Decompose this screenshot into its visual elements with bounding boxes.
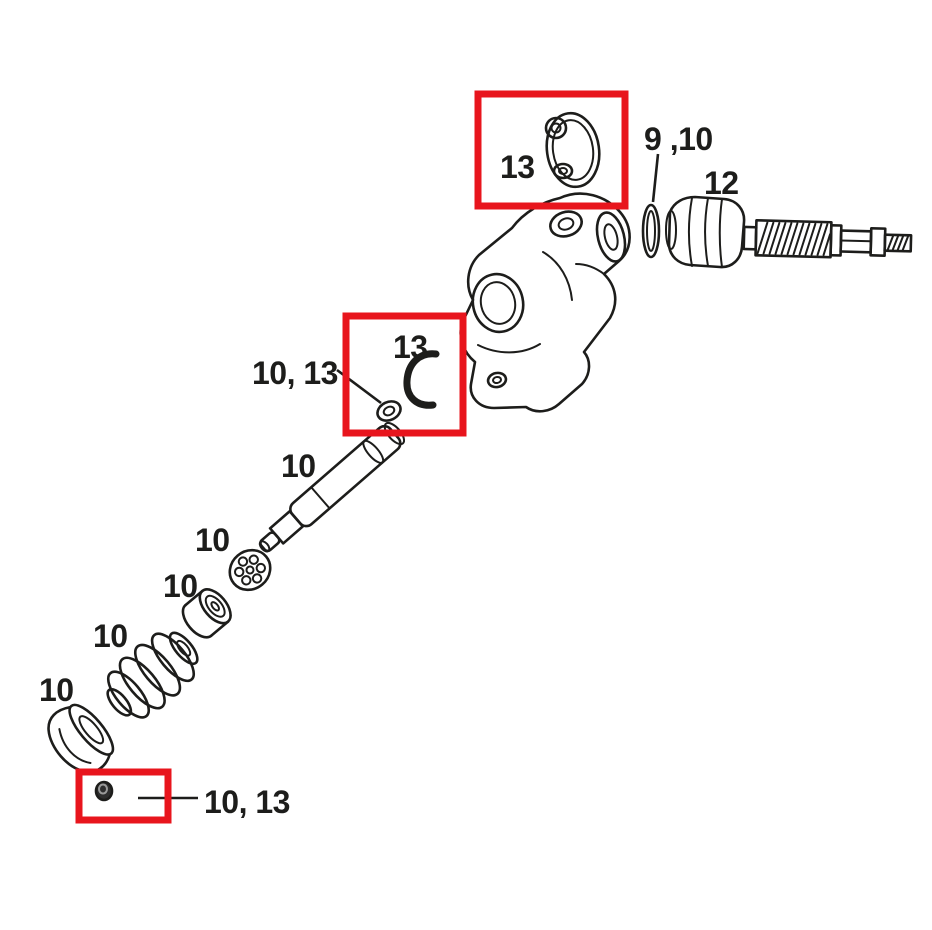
callout-labels: 13 9 ,10 12 13 10, 13 10 10 10 10 10 10,… [39,121,739,820]
callout-bushing: 10 [163,568,198,604]
needle-bearing [228,548,272,592]
callout-shaft: 10 [281,448,316,484]
leader-lines [138,153,660,800]
shaft [258,421,406,553]
callout-bumper: 10 [93,618,128,654]
bushing [181,588,232,639]
callout-clip-washer: 10, 13 [252,355,338,391]
highlight-layer [75,90,629,824]
callout-adjuster-knob: 12 [704,165,739,201]
o-ring [545,111,601,189]
highlight-box-retainer-clip [342,312,467,437]
callout-bearing: 10 [195,522,230,558]
main-housing [459,192,631,413]
highlight-box-seal-kit [474,90,629,210]
tip-thread-hatch [886,234,910,252]
callout-snap-ring: 9 ,10 [644,121,713,157]
threaded-bolt [742,218,913,259]
callout-retainer-clip: 13 [393,329,428,365]
snap-ring [641,203,661,259]
set-screw [94,780,114,802]
seal-kit-group [544,111,601,189]
callout-seal-kit: 13 [500,149,535,185]
adjuster-knob [665,195,746,269]
small-washer [552,162,574,180]
rubber-bumper [106,631,199,719]
highlight-box-set-screw [75,768,172,824]
retainer-clip-group [376,350,440,422]
u-clip [403,350,440,409]
callout-set-screw: 10, 13 [204,784,290,820]
clip-washer [376,400,402,422]
leader-snap-ring [651,153,660,203]
callout-end-cap: 10 [39,672,74,708]
parts-layer [47,111,913,802]
thread-hatch [756,221,832,257]
